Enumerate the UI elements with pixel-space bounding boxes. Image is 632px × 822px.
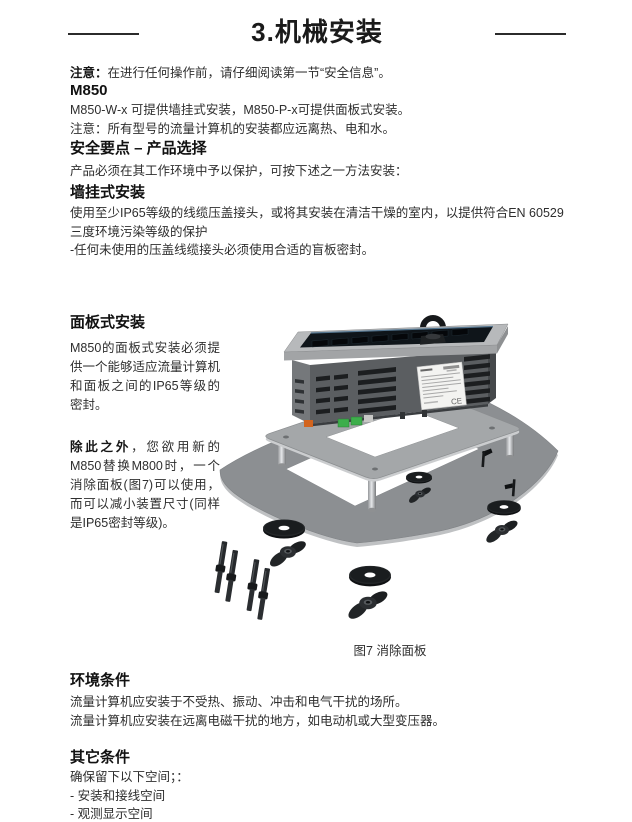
threaded-studs (210, 540, 242, 603)
notice-text: 在进行任何操作前，请仔细阅读第一节“安全信息”。 (107, 66, 391, 80)
washer (263, 519, 305, 539)
corner-hole (283, 435, 289, 439)
panel-mount-column: 面板式安装 M850的面板式安装必须提供一个能够适应流量计算机和面板之间的IP6… (70, 315, 220, 533)
paragraph-gap (70, 415, 220, 438)
bottom-connectors (304, 410, 427, 428)
m850-line1: M850-W-x 可提供墙挂式安装，M850-P-x可提供面板式安装。 (70, 103, 411, 117)
para2-label: 除此之外 (70, 440, 132, 454)
clamp-bracket (481, 448, 493, 468)
environment-line1: 流量计算机应安装于不受热、振动、冲击和电气干扰的场所。 (70, 695, 408, 709)
heading-wall-mount: 墙挂式安装 (70, 184, 146, 201)
green-terminal (350, 416, 363, 426)
corner-hole (489, 426, 495, 430)
figure-7-diagram: CE (210, 315, 559, 622)
other-line2: - 安装和接线空间 (70, 789, 166, 803)
washer (405, 471, 433, 484)
wall-mount-note: -任何未使用的压盖线缆接头必须使用合适的盲板密封。 (70, 243, 375, 257)
heading-safety-points: 安全要点 – 产品选择 (70, 140, 207, 157)
environment-line2: 流量计算机应安装在远离电磁干扰的地方，如电动机或大型变压器。 (70, 714, 446, 728)
washer (487, 500, 521, 516)
m850-line2: 注意：所有型号的流量计算机的安装都应远离热、电和水。 (70, 122, 396, 136)
other-line3: - 观测显示空间 (70, 807, 153, 821)
green-terminal (337, 418, 350, 428)
threaded-studs (242, 558, 274, 621)
intro-notice: 注意：在进行任何操作前，请仔细阅读第一节“安全信息”。 (70, 64, 570, 83)
para2-text: ，您欲用新的M850替换M800时，一个消除面板(图7)可以使用，而可以减小装置… (70, 440, 220, 530)
other-line1: 确保留下以下空间；： (70, 770, 189, 784)
page-title: 3.机械安装 (251, 17, 383, 47)
heading-m850: M850 (70, 82, 108, 99)
heading-environment: 环境条件 (70, 672, 131, 689)
title-rule-right (495, 32, 566, 35)
wing-nut (484, 518, 520, 546)
washer (349, 565, 391, 587)
orange-connector (304, 420, 313, 427)
title-rule-left (68, 32, 139, 35)
wing-nut (267, 538, 308, 570)
safety-body: 产品必须在其工作环境中予以保护，可按下述之一方法安装： (70, 164, 408, 178)
figure-7: CE (200, 303, 632, 648)
panel-mount-para2: 除此之外，您欲用新的M850替换M800时，一个消除面板(图7)可以使用，而可以… (70, 438, 220, 533)
device-nameplate: CE (416, 361, 467, 411)
flow-computer-device: CE (283, 315, 509, 428)
grey-connector (364, 415, 373, 422)
heading-other: 其它条件 (70, 749, 131, 766)
heading-panel-mount: 面板式安装 (70, 314, 146, 331)
corner-hole (372, 467, 378, 471)
figure-caption: 图7 消除面板 (353, 644, 427, 658)
ce-mark: CE (451, 396, 463, 406)
panel-mount-para1: M850的面板式安装必须提供一个能够适应流量计算机和面板之间的IP65等级的密封… (70, 341, 221, 412)
notice-label: 注意： (70, 66, 108, 80)
stud-clip (504, 479, 516, 497)
title-bar: 3.机械安装 (68, 12, 566, 49)
wall-mount-body: 使用至少IP65等级的线缆压盖接头，或将其安装在清洁干燥的室内，以提供符合EN … (70, 206, 564, 239)
wing-nut (345, 588, 390, 622)
